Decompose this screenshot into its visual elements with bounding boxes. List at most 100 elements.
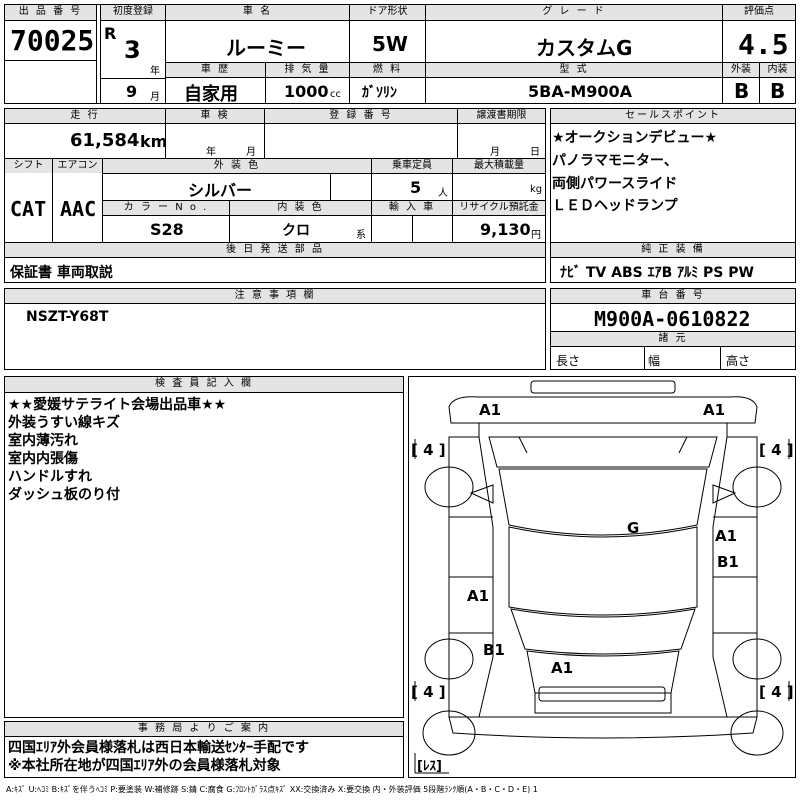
sales-point-line: ＬＥＤヘッドランプ <box>552 198 678 214</box>
doors: 5W <box>372 32 408 56</box>
mark-left-door: A1 <box>467 587 490 605</box>
parts-label: 後 日 発 送 部 品 <box>5 243 545 257</box>
divider <box>102 173 546 174</box>
int-grade: B <box>770 79 786 103</box>
ext-grade: B <box>734 79 750 103</box>
int-grade-label: 内装 <box>760 63 795 77</box>
divider <box>425 4 426 104</box>
doors-label: ドア形状 <box>350 5 425 20</box>
displacement: 1000 <box>284 82 329 101</box>
month-unit: 月 <box>150 92 160 103</box>
mark-front-left: A1 <box>479 401 502 419</box>
notes-label: 注 意 事 項 欄 <box>5 289 545 303</box>
ext-color-label: 外 装 色 <box>103 159 371 173</box>
inspector-line: 室内薄汚れ <box>8 433 78 449</box>
divider <box>550 346 796 347</box>
divider <box>229 200 230 242</box>
reg-no-label: 登 録 番 号 <box>265 109 457 123</box>
chassis-block <box>550 288 796 370</box>
ext-grade-label: 外装 <box>723 63 759 77</box>
first-reg-label: 初度登録 <box>101 5 165 20</box>
import-label: 輸 入 車 <box>372 201 452 215</box>
divider <box>100 4 101 104</box>
office-line: ※本社所在地が四国ｴﾘｱ外の会員様落札対象 <box>8 758 281 774</box>
sales-points-label: セールスポイント <box>551 109 795 123</box>
displacement-label: 排 気 量 <box>266 63 349 77</box>
inspector-line: 室内内張傷 <box>8 451 78 467</box>
header-block <box>4 4 796 104</box>
info-block <box>4 108 546 283</box>
mark-tire-rl: [ 4 ] <box>411 683 446 701</box>
mark-roof: G <box>627 519 640 537</box>
reg-month: 9 <box>126 82 138 101</box>
insp-year-unit: 年 <box>206 147 216 158</box>
parts: 保証書 車両取説 <box>10 265 113 281</box>
inspector-label: 検 査 員 記 入 欄 <box>5 377 403 392</box>
car-name-label: 車 名 <box>166 5 349 20</box>
divider <box>166 77 722 78</box>
mileage-label: 走 行 <box>5 109 165 123</box>
divider <box>550 331 796 332</box>
year-unit: 年 <box>150 66 160 77</box>
divider <box>4 303 546 304</box>
inspector-line: ★★愛媛サテライト会場出品車★★ <box>8 397 227 413</box>
history-label: 車 歴 <box>166 63 265 77</box>
divider <box>550 123 796 124</box>
recycle: 9,130 <box>480 220 531 239</box>
notes-block <box>4 288 546 370</box>
mark-rear: A1 <box>551 659 574 677</box>
score-label: 評価点 <box>723 5 795 20</box>
transfer-day-unit: 日 <box>530 147 540 158</box>
divider <box>550 257 796 258</box>
inspector-line: ハンドルすれ <box>8 469 92 485</box>
sales-point-line: 両側パワースライド <box>552 176 678 192</box>
lot-number: 70025 <box>10 24 95 57</box>
equipment: ﾅﾋﾞ TV ABS ｴｱB ｱﾙﾐ PS PW <box>560 265 754 281</box>
equipment-label: 純 正 装 備 <box>551 243 795 257</box>
mark-left-rear: B1 <box>483 641 505 659</box>
int-color-label: 内 装 色 <box>230 201 371 215</box>
office-line: 四国ｴﾘｱ外会員様落札は西日本輸送ｾﾝﾀｰ手配です <box>8 740 309 756</box>
mark-spare: [ﾚｽ] <box>417 759 442 774</box>
capacity: 5 <box>410 178 422 197</box>
divider <box>4 242 546 243</box>
chassis-number: M900A-0610822 <box>594 307 751 331</box>
width-label: 幅 <box>648 354 661 368</box>
shift-label: シフト <box>5 159 52 173</box>
divider <box>4 60 96 61</box>
sales-point-line: ★オークションデビュー★ <box>552 130 718 146</box>
divider <box>349 4 350 104</box>
transfer-month-unit: 月 <box>490 147 500 158</box>
color-no-label: カ ラ ー N o . <box>103 201 229 215</box>
mark-tire-rr: [ 4 ] <box>759 683 794 701</box>
shift: CAT <box>10 197 47 221</box>
lot-no-label: 出 品 番 号 <box>5 5 96 20</box>
divider <box>722 77 796 78</box>
recycle-label: リサイクル預託金 <box>453 201 545 215</box>
grade-label: グ レ ー ド <box>426 5 722 20</box>
car-diagram: A1 A1 [ 4 ] [ 4 ] G A1 B1 A1 B1 A1 [ 4 ]… <box>408 376 796 778</box>
max-load-unit: kg <box>530 184 543 195</box>
divider <box>759 62 760 104</box>
mark-right-door2: B1 <box>717 553 739 571</box>
int-color-unit: 系 <box>356 230 366 241</box>
divider <box>165 108 166 158</box>
divider <box>457 108 458 158</box>
era: R <box>104 24 117 43</box>
capacity-label: 乗車定員 <box>372 159 452 173</box>
transfer-label: 譲渡書期限 <box>458 109 545 123</box>
max-load-label: 最大積載量 <box>453 159 545 173</box>
legend: A:ｷｽﾞ U:ﾍｺﾐ B:ｷｽﾞを伴うﾍｺﾐ P:要塗装 W:補修跡 S:錆 … <box>6 785 538 794</box>
height-label: 高さ <box>726 354 751 368</box>
ext-color: シルバー <box>188 181 253 200</box>
mileage-unit: km <box>140 132 168 151</box>
divider <box>4 736 404 737</box>
displacement-unit: cc <box>330 89 341 100</box>
divider <box>102 200 546 201</box>
divider <box>100 20 796 21</box>
chassis-label: 車 台 番 号 <box>551 289 795 303</box>
divider <box>550 303 796 304</box>
reg-year: 3 <box>124 36 141 64</box>
mark-front-right: A1 <box>703 401 726 419</box>
divider <box>644 346 645 370</box>
